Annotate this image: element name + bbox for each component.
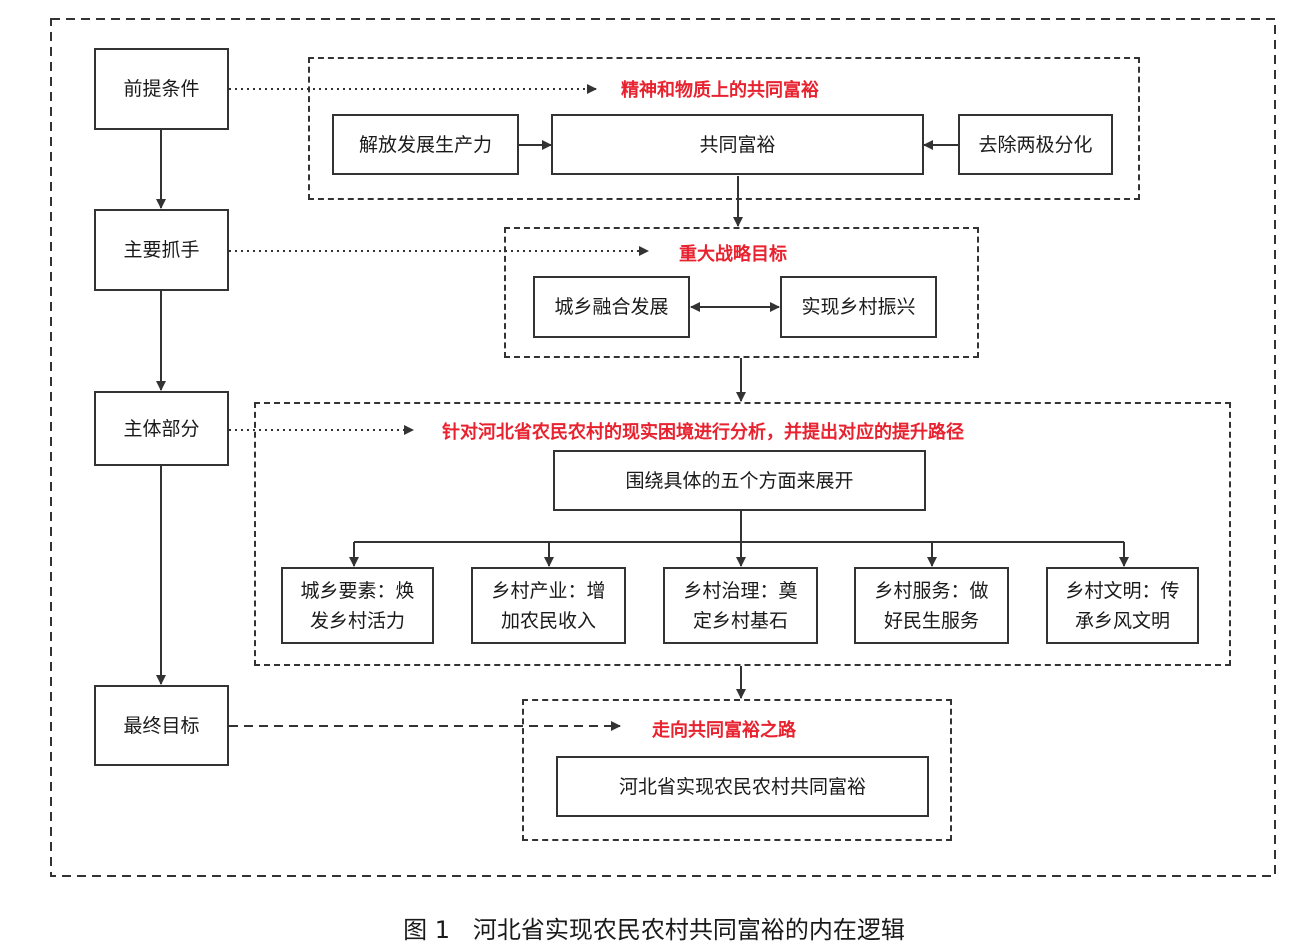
section2-frame [504, 227, 979, 358]
aspect-box-4: 乡村服务：做 好民生服务 [854, 567, 1009, 644]
aspect-box-5-line2: 承乡风文明 [1074, 609, 1170, 632]
section4-frame [522, 699, 952, 841]
aspect-box-4-line2: 好民生服务 [883, 609, 979, 632]
aspect-box-5: 乡村文明：传 承乡风文明 [1046, 567, 1199, 644]
box-rural-revitalization: 实现乡村振兴 [780, 276, 937, 338]
stage-main-body: 主体部分 [94, 391, 229, 466]
aspect-box-1: 城乡要素：焕 发乡村活力 [281, 567, 434, 644]
figure-caption: 图 1 河北省实现农民农村共同富裕的内在逻辑 [0, 910, 1308, 945]
aspect-box-4-line1: 乡村服务：做 [874, 579, 989, 602]
stage-main-lever: 主要抓手 [94, 209, 229, 291]
box-final-goal: 河北省实现农民农村共同富裕 [556, 756, 929, 817]
section1-title: 精神和物质上的共同富裕 [621, 80, 819, 101]
aspect-box-3-line1: 乡村治理：奠 [683, 579, 798, 602]
section2-title: 重大战略目标 [679, 244, 787, 265]
aspect-box-3: 乡村治理：奠 定乡村基石 [663, 567, 818, 644]
box-urban-rural-integration: 城乡融合发展 [533, 276, 690, 338]
caption-text: 河北省实现农民农村共同富裕的内在逻辑 [472, 916, 905, 944]
section3-title: 针对河北省农民农村的现实困境进行分析，并提出对应的提升路径 [442, 422, 964, 443]
section1-frame [308, 57, 1140, 200]
aspect-box-1-line2: 发乡村活力 [309, 609, 405, 632]
section3-frame [254, 402, 1231, 666]
aspect-box-2: 乡村产业：增 加农民收入 [471, 567, 626, 644]
aspect-box-2-line1: 乡村产业：增 [491, 579, 606, 602]
box-five-aspects: 围绕具体的五个方面来展开 [553, 450, 926, 511]
box-liberate-productivity: 解放发展生产力 [332, 114, 519, 175]
aspect-box-2-line2: 加农民收入 [500, 609, 596, 632]
outer-frame [50, 18, 1276, 877]
aspect-box-1-line1: 城乡要素：焕 [300, 579, 415, 602]
section4-title: 走向共同富裕之路 [652, 720, 796, 741]
aspect-box-3-line2: 定乡村基石 [692, 609, 788, 632]
box-eliminate-polarization: 去除两极分化 [958, 114, 1113, 175]
box-common-prosperity: 共同富裕 [551, 114, 924, 175]
caption-number: 图 1 [403, 916, 450, 944]
aspect-box-5-line1: 乡村文明：传 [1065, 579, 1180, 602]
stage-premise: 前提条件 [94, 48, 229, 130]
stage-final-goal: 最终目标 [94, 685, 229, 766]
